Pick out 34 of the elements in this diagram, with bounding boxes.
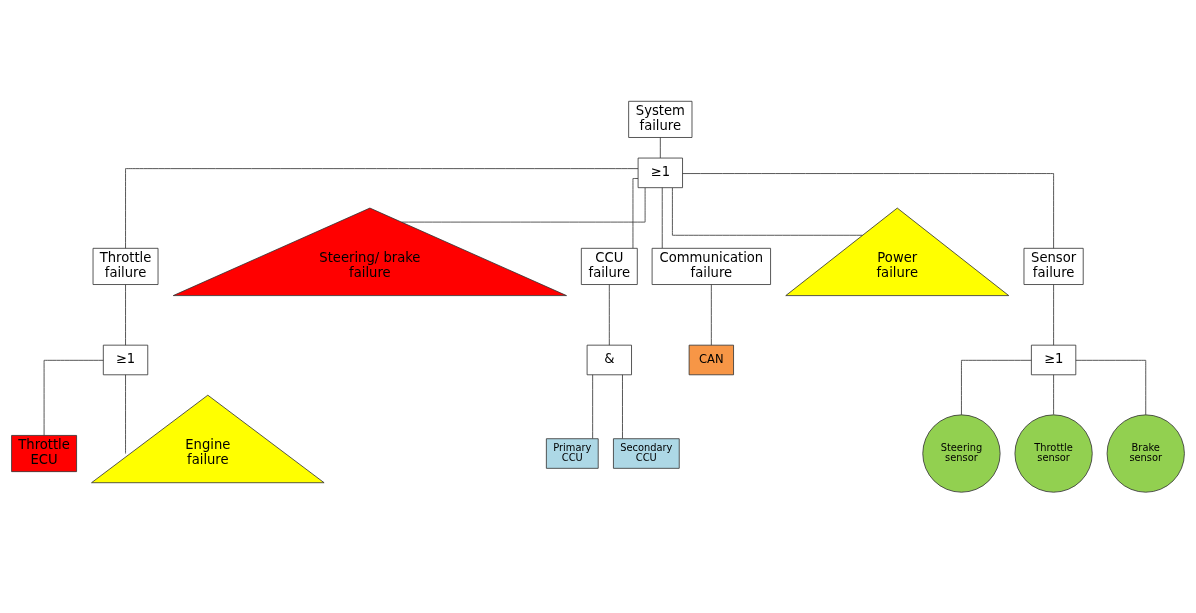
node-circle: Brake sensor [1106, 414, 1185, 493]
node-box: Sensor failure [1023, 247, 1084, 285]
node-box: Communication failure [651, 247, 771, 285]
node-box: Secondary CCU [613, 438, 680, 469]
node-box: Primary CCU [545, 438, 599, 469]
connector [125, 284, 126, 346]
connector [1053, 374, 1054, 415]
node-box: ≥1 [102, 344, 149, 376]
connector [43, 359, 104, 436]
connector [672, 187, 863, 236]
node-box: Throttle failure [92, 247, 159, 285]
node-circle: Steering sensor [922, 414, 1001, 493]
connector [661, 187, 663, 249]
connector [608, 284, 610, 346]
node-box: & [586, 344, 632, 376]
connector [592, 374, 594, 439]
node-circle: Throttle sensor [1014, 414, 1093, 493]
connector [622, 374, 623, 439]
connector [632, 178, 639, 249]
connector [401, 187, 646, 223]
connector [125, 168, 639, 249]
node-box: Throttle ECU [11, 435, 77, 473]
node-box: ≥1 [637, 157, 683, 189]
connector [125, 374, 126, 454]
node-box: CAN [688, 344, 734, 376]
connector [682, 173, 1054, 249]
connector [659, 137, 661, 159]
node-box: CCU failure [580, 247, 638, 285]
node-box: System failure [628, 100, 693, 138]
node-box: ≥1 [1030, 344, 1077, 376]
connector [710, 284, 712, 346]
connector [1053, 284, 1054, 346]
connector [1075, 359, 1147, 416]
connector [961, 359, 1032, 416]
